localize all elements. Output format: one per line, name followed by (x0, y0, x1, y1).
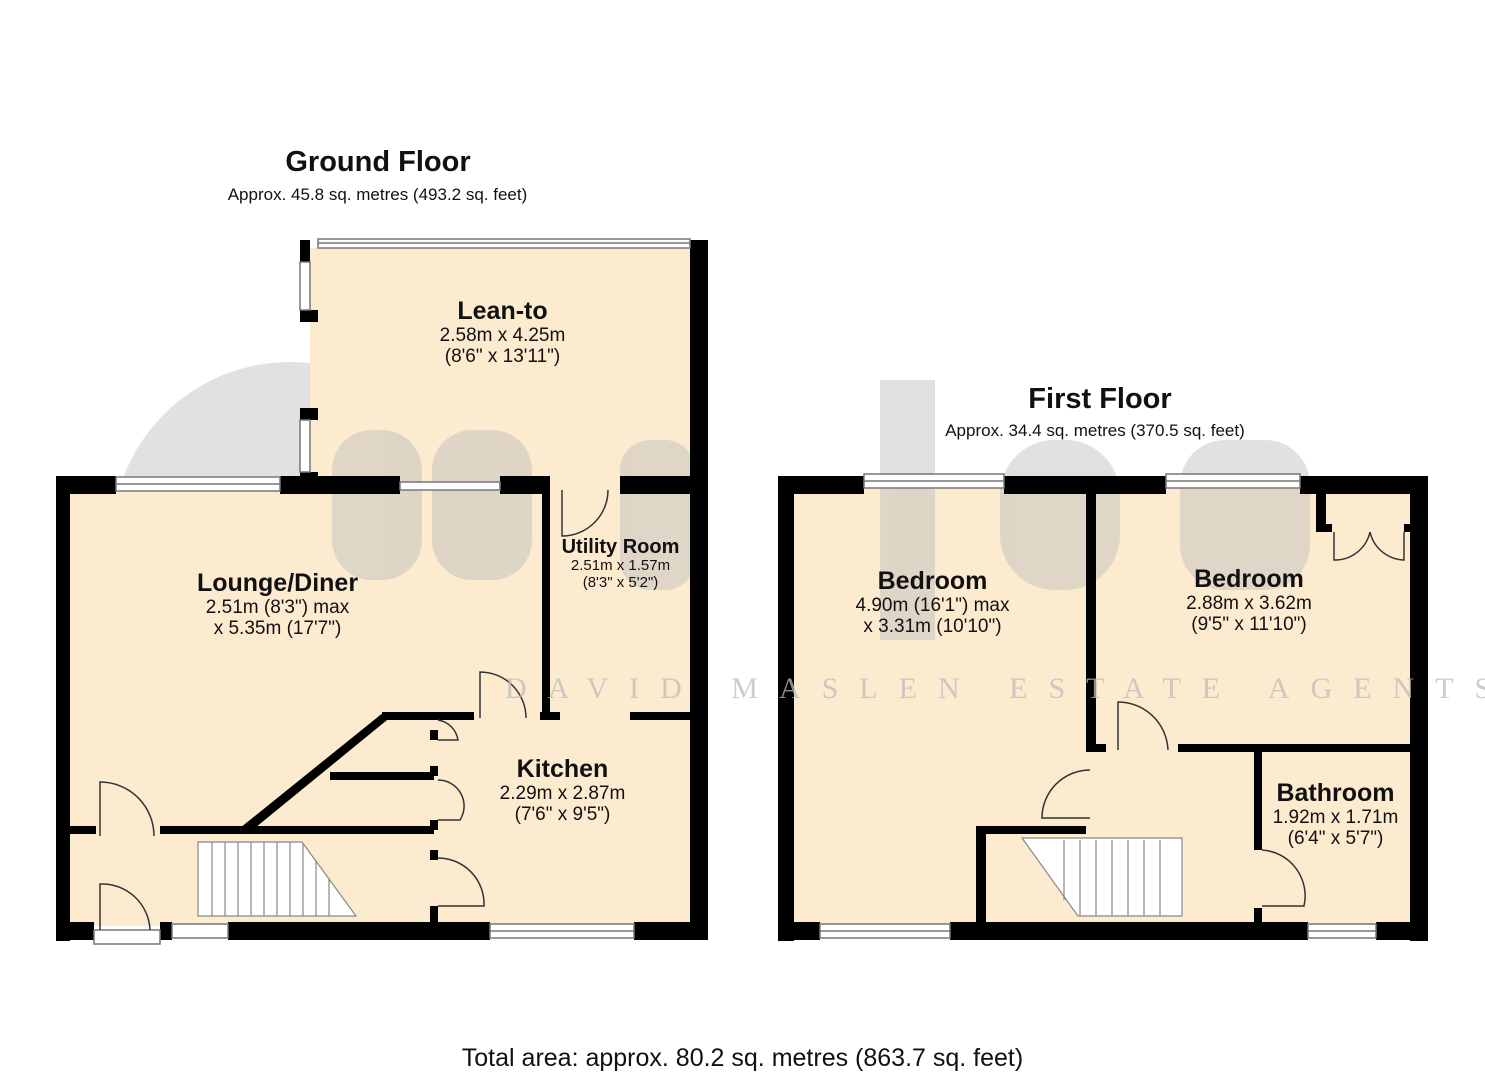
room-utility: Utility Room 2.51m x 1.57m (8'3" x 5'2") (557, 537, 684, 592)
watermark-tagline: DAVID MASLEN ESTATE AGENTS (505, 672, 1485, 705)
room-dim-metric: 2.51m x 1.57m (570, 557, 671, 574)
ground-floor-doors (99, 489, 609, 931)
room-dim-imperial: x 5.35m (17'7") (213, 618, 342, 640)
ground-floor-title: Ground Floor (285, 146, 471, 178)
room-dim-metric: 1.92m x 1.71m (1272, 807, 1399, 828)
room-name: Utility Room (561, 536, 680, 558)
room-bedroom-2: Bedroom 2.88m x 3.62m (9'5" x 11'10") (1140, 565, 1358, 636)
first-floor-stairs (1020, 837, 1183, 917)
room-dim-imperial: (6'4" x 5'7") (1287, 828, 1384, 850)
room-lean-to: Lean-to 2.58m x 4.25m (8'6" x 13'11") (390, 297, 615, 368)
room-dim-metric: 2.58m x 4.25m (439, 325, 566, 346)
first-floor-doors (1041, 531, 1405, 907)
room-name: Kitchen (516, 755, 609, 783)
room-dim-imperial: x 3.31m (10'10") (863, 616, 1002, 638)
first-floor-area: Approx. 34.4 sq. metres (370.5 sq. feet) (945, 421, 1245, 440)
first-floor-walls (778, 476, 1428, 941)
first-floor-title: First Floor (1028, 383, 1172, 415)
room-dim-imperial: (8'6" x 13'11") (444, 346, 561, 368)
room-name: Lean-to (457, 297, 548, 325)
ground-floor-area: Approx. 45.8 sq. metres (493.2 sq. feet) (227, 185, 528, 204)
room-dim-metric: 2.51m (8'3") max (205, 597, 350, 618)
room-lounge-diner: Lounge/Diner 2.51m (8'3") max x 5.35m (1… (150, 569, 405, 640)
room-bedroom-1: Bedroom 4.90m (16'1") max x 3.31m (10'10… (820, 567, 1045, 638)
ground-floor-windows (93, 238, 691, 945)
room-dim-imperial: (7'6" x 9'5") (514, 804, 611, 826)
room-name: Bedroom (1194, 565, 1304, 593)
room-dim-imperial: (9'5" x 11'10") (1191, 614, 1307, 636)
room-name: Lounge/Diner (196, 569, 359, 597)
ground-floor-fill (68, 248, 698, 926)
room-dim-metric: 4.90m (16'1") max (855, 595, 1010, 616)
room-dim-metric: 2.29m x 2.87m (499, 783, 626, 804)
room-name: Bedroom (877, 567, 988, 595)
room-kitchen: Kitchen 2.29m x 2.87m (7'6" x 9'5") (460, 755, 665, 826)
first-floor-windows (819, 473, 1377, 939)
room-dim-imperial: (8'3" x 5'2") (582, 573, 659, 591)
ground-floor-stairs (197, 841, 358, 917)
room-name: Bathroom (1276, 779, 1395, 807)
total-area: Total area: approx. 80.2 sq. metres (863… (461, 1044, 1024, 1072)
room-bathroom: Bathroom 1.92m x 1.71m (6'4" x 5'7") (1248, 779, 1423, 850)
room-dim-metric: 2.88m x 3.62m (1186, 593, 1312, 614)
ground-floor-walls (56, 240, 708, 941)
